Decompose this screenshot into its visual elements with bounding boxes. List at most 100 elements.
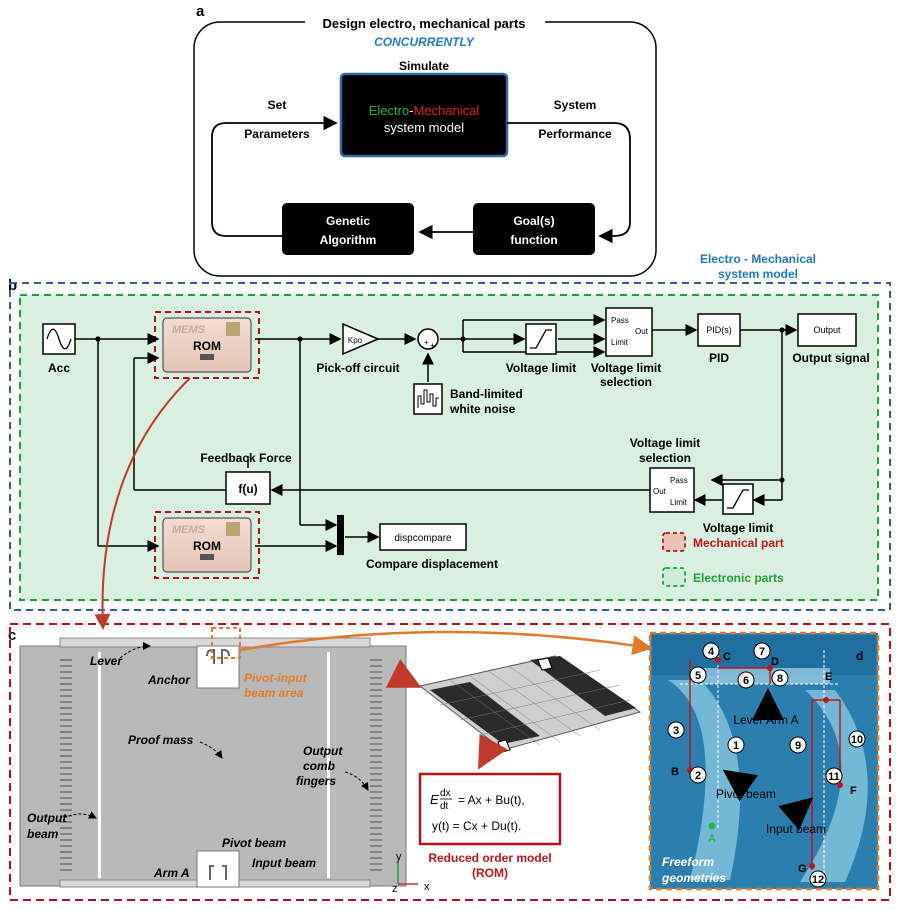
sine-wave-icon — [46, 328, 72, 350]
fu-label: f(u) — [238, 482, 257, 496]
vls-lower-label1: Voltage limit — [630, 436, 700, 450]
switch-limit: Limit — [611, 338, 629, 347]
comb-fingers-left — [60, 659, 72, 871]
control-points — [687, 657, 843, 869]
pid-block — [697, 313, 741, 347]
svg-text:6: 6 — [743, 675, 749, 687]
input-beam-d-label: Input beam — [766, 822, 826, 836]
voltage-limit-lower-label: Voltage limit — [703, 521, 773, 535]
svg-text:A: A — [708, 833, 716, 845]
arrow-ga-to-model — [211, 115, 338, 237]
comb-pointer — [344, 771, 369, 791]
anchor-top — [196, 645, 240, 689]
input-beam-label: Input beam — [252, 856, 316, 870]
lever-pointer — [119, 642, 151, 659]
arm-a-label: Arm A — [153, 866, 190, 880]
rom1-label: ROM — [193, 339, 221, 353]
pivot-input-label1: Pivot-input — [244, 671, 308, 685]
voltage-limit-selection-block — [605, 307, 653, 357]
svg-text:B: B — [671, 766, 679, 778]
pid-block-label: PID(s) — [706, 325, 732, 335]
sum-block — [417, 328, 439, 350]
pivot-beam-d-label: Pivot beam — [716, 787, 776, 801]
eq2: y(t) = Cx + Du(t). — [432, 819, 521, 833]
svg-text:2: 2 — [695, 770, 701, 782]
panel-a-label: a — [196, 3, 205, 20]
geometry-guides — [680, 650, 840, 880]
system-model-subtitle: system model — [384, 120, 464, 135]
pivot-beam-pointer — [722, 769, 759, 802]
compare-displacement-label: Compare displacement — [366, 557, 498, 571]
lower-switch-limit: Limit — [670, 498, 688, 507]
anchor-bottom — [196, 850, 240, 888]
goal-line2: function — [510, 233, 557, 247]
feedback-label: Feedback Force — [200, 451, 292, 465]
pivot-input-label2: beam area — [244, 686, 304, 700]
noise-label1: Band-limited — [450, 387, 523, 401]
mux-bar — [337, 515, 344, 555]
pickoff-label: Pick-off circuit — [316, 361, 399, 375]
vls-label2: selection — [600, 375, 652, 389]
rom2-label: ROM — [193, 539, 221, 553]
svg-text:5: 5 — [695, 670, 701, 682]
panel-b-label: b — [8, 277, 17, 294]
anchor-label: Anchor — [147, 673, 191, 687]
dispcompare-block — [379, 523, 467, 551]
rom2-mems-logo: MEMS — [172, 524, 206, 536]
output-beam-right — [327, 652, 330, 878]
lever-arm-label: Lever Arm A — [733, 713, 798, 727]
output-comb-label2: comb — [303, 759, 335, 773]
saturation-lower-icon — [727, 489, 749, 509]
svg-text:11: 11 — [828, 771, 840, 783]
rom-caption1: Reduced order model — [428, 851, 551, 865]
feedback-function-block — [225, 471, 271, 505]
saturation-icon — [530, 329, 552, 349]
ga-line2: Algorithm — [320, 233, 377, 247]
panel-d: d 1 2 3 4 5 6 7 8 9 10 11 12 A B C D E F… — [648, 631, 880, 891]
pivot-beam-label: Pivot beam — [222, 836, 286, 850]
switch-pass: Pass — [611, 316, 629, 325]
geometry-numbers: 1 2 3 4 5 6 7 8 9 10 11 12 — [667, 642, 866, 888]
rom2-plus-icon — [226, 522, 240, 536]
mesh-anchor-top — [537, 657, 553, 671]
output-beam-label1: Output — [27, 811, 67, 825]
axis-z-label: z — [392, 883, 398, 895]
panel-a: a Design electro, mechanical parts CONCU… — [193, 3, 657, 277]
panel-d-label: d — [856, 649, 863, 663]
mesh-to-rom-arrow — [478, 733, 508, 770]
genetic-algorithm-block — [282, 203, 414, 255]
output-signal-label: Output signal — [792, 351, 869, 365]
performance-label: Performance — [538, 127, 612, 141]
svg-text:E: E — [825, 671, 832, 683]
electro-mechanical-frame — [9, 282, 891, 611]
svg-text:F: F — [850, 785, 857, 797]
ga-line1: Genetic — [326, 214, 370, 228]
output-comb-label1: Output — [303, 744, 343, 758]
svg-text:4: 4 — [708, 646, 715, 658]
concurrently-label: CONCURRENTLY — [374, 35, 475, 49]
svg-text:3: 3 — [673, 725, 679, 737]
sum-plus2: + — [430, 341, 435, 350]
system-model-title: Electro-Mechanical — [369, 103, 480, 118]
output-beam-label2: beam — [27, 827, 59, 841]
mesh-lines — [439, 666, 631, 746]
svg-text:C: C — [723, 651, 731, 663]
svg-text:10: 10 — [851, 734, 863, 746]
rom1-dashed-frame — [154, 311, 260, 379]
rom-equation-box — [418, 772, 562, 846]
lower-switch-out: Out — [653, 487, 667, 496]
rom1-plus-icon — [226, 322, 240, 336]
proof-mass-pointer — [199, 741, 223, 759]
svg-text:G: G — [798, 863, 807, 875]
axis-x-label: x — [424, 881, 430, 893]
lever-label: Lever — [90, 654, 123, 668]
sum-plus1: + — [424, 338, 429, 347]
svg-text:D: D — [771, 656, 779, 668]
point-a-marker — [708, 822, 716, 830]
legend-mech-label: Mechanical part — [693, 536, 784, 550]
svg-text:9: 9 — [795, 740, 801, 752]
legend-elec-label: Electronic parts — [693, 571, 784, 585]
eq1-rhs: = Ax + Bu(t), — [458, 793, 525, 807]
eq1-frac-den: dt — [440, 801, 449, 812]
